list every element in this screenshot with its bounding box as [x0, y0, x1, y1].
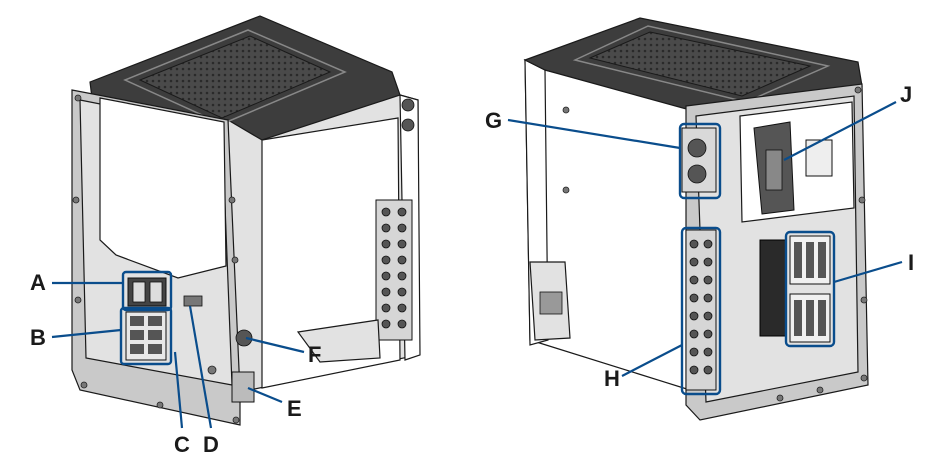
callout-b: B: [30, 325, 46, 350]
callout-i: I: [908, 250, 914, 275]
right-inverter-unit: [523, 17, 869, 421]
left-unit-bracket: [296, 319, 381, 363]
callout-d: D: [203, 432, 219, 457]
left-unit-cable-gland-f: [235, 329, 253, 347]
leader-b: [51, 328, 122, 339]
left-unit-dc-connectors: [375, 199, 413, 341]
left-unit-switch-a-lever: [149, 281, 163, 303]
left-unit-breaker-b-pole: [130, 330, 144, 340]
right-unit-lid-recess: [572, 25, 831, 103]
left-unit-breaker-b-pole: [130, 316, 144, 326]
left-unit-switch-a-lever: [132, 281, 146, 303]
callout-c: C: [174, 432, 190, 457]
left-unit-compartment-e: [231, 371, 255, 403]
right-unit-side-vent: [539, 291, 563, 315]
leader-i: [833, 260, 903, 284]
left-unit-cover-plate: [99, 97, 227, 279]
left-unit-lid-recess: [123, 29, 347, 125]
callout-g: G: [485, 108, 502, 133]
frame-h: [680, 226, 722, 396]
left-unit-breaker-b-pole: [148, 330, 162, 340]
leader-e: [247, 386, 283, 404]
callout-e: E: [287, 396, 302, 421]
leader-d: [188, 305, 213, 429]
left-unit-side-face: [261, 117, 401, 389]
left-unit-vent-grille: [138, 35, 332, 119]
callout-a: A: [30, 270, 46, 295]
left-unit-top-gland: [401, 98, 415, 112]
frame-i: [784, 230, 836, 348]
right-unit-vent-grille: [588, 31, 812, 97]
right-unit-terminal-block-i: [789, 235, 831, 343]
left-unit-terminal-d: [183, 295, 203, 307]
leader-c: [173, 351, 184, 429]
frame-a: [121, 270, 173, 312]
callout-f: F: [308, 342, 321, 367]
leader-g: [507, 118, 681, 150]
right-unit-side-face: [524, 59, 691, 391]
left-unit-screw: [207, 365, 217, 375]
left-inverter-unit: [71, 15, 421, 426]
leader-j: [783, 101, 897, 161]
callout-h: H: [604, 366, 620, 391]
right-unit-cable-gland-g: [687, 164, 707, 184]
callout-j: J: [900, 82, 912, 107]
right-unit-bracket-j-slot: [765, 149, 783, 191]
frame-b: [119, 306, 173, 366]
leader-h: [621, 344, 683, 377]
left-unit-breaker-b-pole: [148, 316, 162, 326]
left-unit-breaker-b-pole: [130, 344, 144, 354]
right-unit-capacitor: [759, 239, 787, 337]
left-unit-breaker-b-pole: [148, 344, 162, 354]
right-unit-dc-connectors-h: [685, 229, 717, 391]
right-unit-cable-gland-g: [687, 138, 707, 158]
left-unit-top-gland: [401, 118, 415, 132]
leader-f: [245, 336, 305, 354]
frame-g: [678, 122, 722, 200]
